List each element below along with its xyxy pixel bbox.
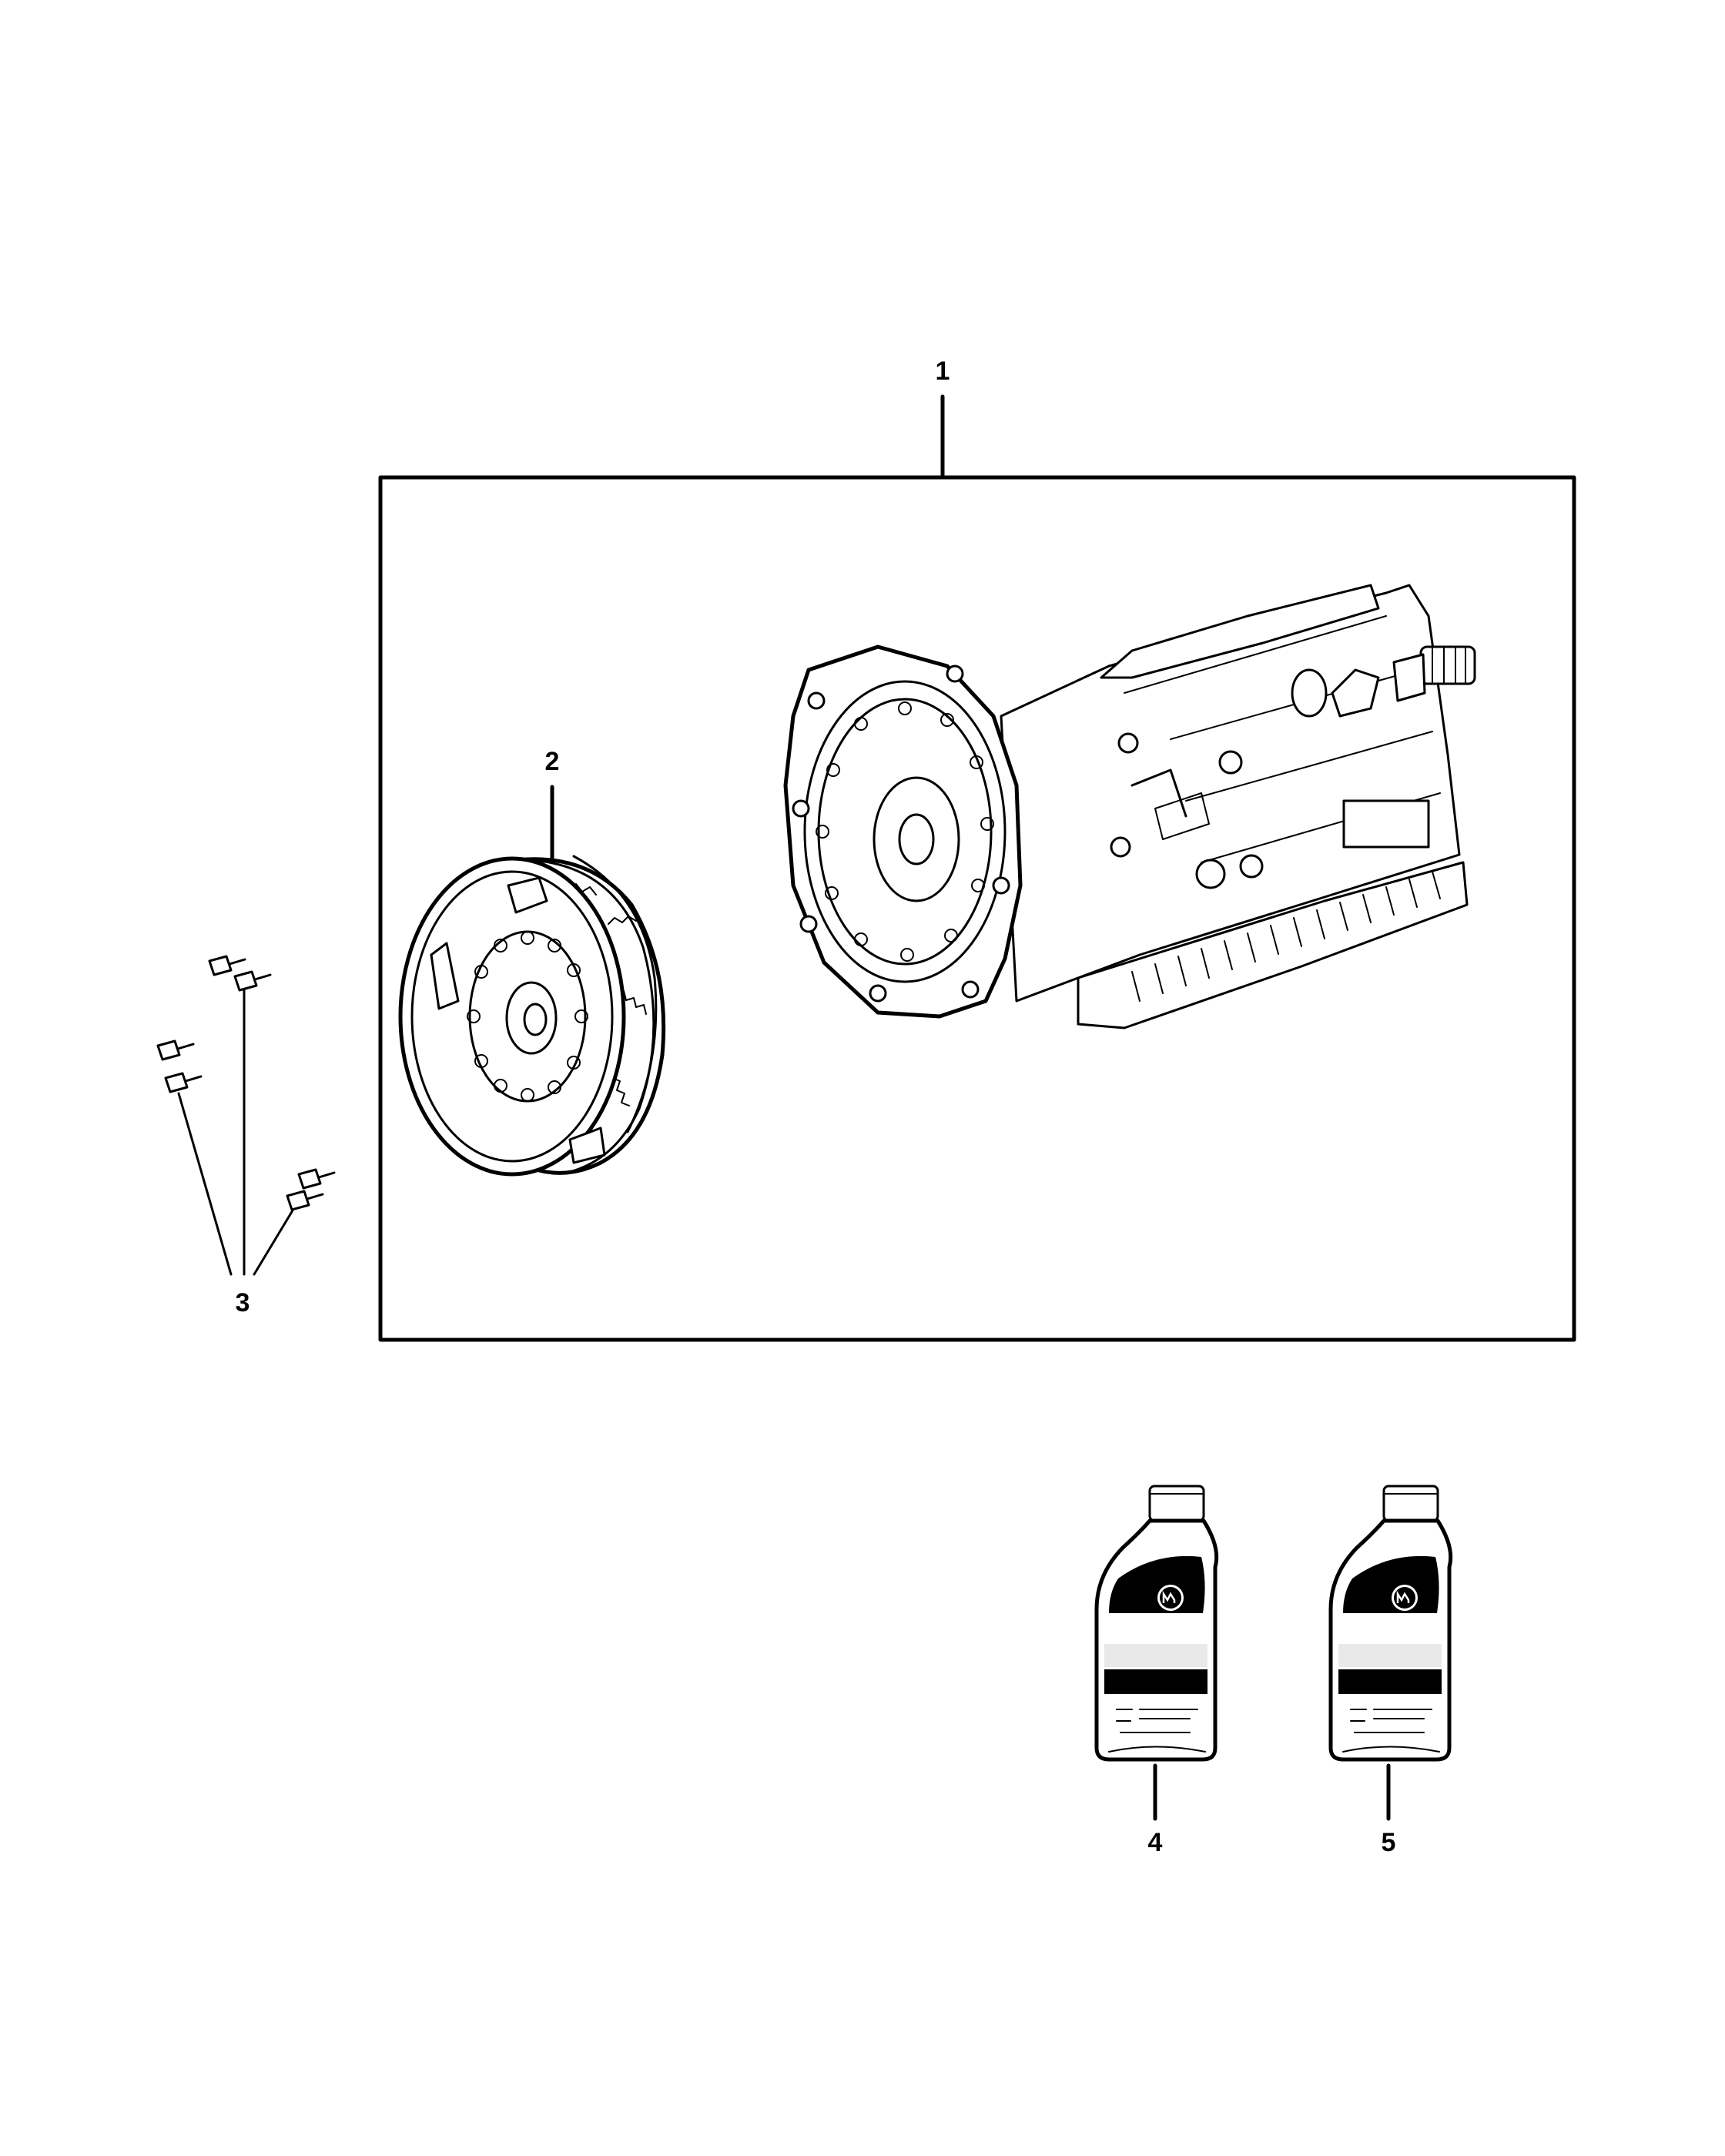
callout-2: 2: [545, 747, 560, 776]
bolts-group: 3: [156, 955, 336, 1317]
fluid-bottle-5: MOPAR: [1328, 1485, 1453, 1762]
torque-converter-illustration: [398, 855, 666, 1177]
bolt-icon: [208, 955, 246, 976]
bottle-brand-label: MOPAR: [1157, 1612, 1185, 1621]
transmission-kit-frame: [378, 475, 1576, 1342]
callout-3: 3: [236, 1288, 250, 1317]
callout-1: 1: [936, 357, 950, 386]
leader-line-3b: [177, 1092, 233, 1276]
bolt-icon: [297, 1168, 336, 1190]
transmission-illustration: [783, 584, 1476, 1029]
fluid-bottle-5-group: MOPAR 5: [1328, 1485, 1453, 1857]
fluid-bottle-4: MOPAR: [1094, 1485, 1219, 1762]
bolt-icon: [286, 1190, 324, 1211]
callout-4: 4: [1148, 1828, 1163, 1857]
bolt-icon: [156, 1040, 195, 1061]
callout-5: 5: [1382, 1828, 1396, 1857]
bottle-brand-label: MOPAR: [1391, 1612, 1419, 1621]
leader-line-3c: [253, 1209, 294, 1276]
fluid-bottle-4-group: MOPAR 4: [1094, 1485, 1219, 1857]
mopar-logo-icon: [1394, 1587, 1415, 1609]
bolt-icon: [164, 1072, 203, 1093]
mopar-logo-icon: [1160, 1587, 1181, 1609]
bolt-icon: [233, 970, 272, 992]
transmission-assembly-group: 1: [378, 357, 1576, 1342]
torque-converter-group: 2: [398, 747, 666, 1177]
